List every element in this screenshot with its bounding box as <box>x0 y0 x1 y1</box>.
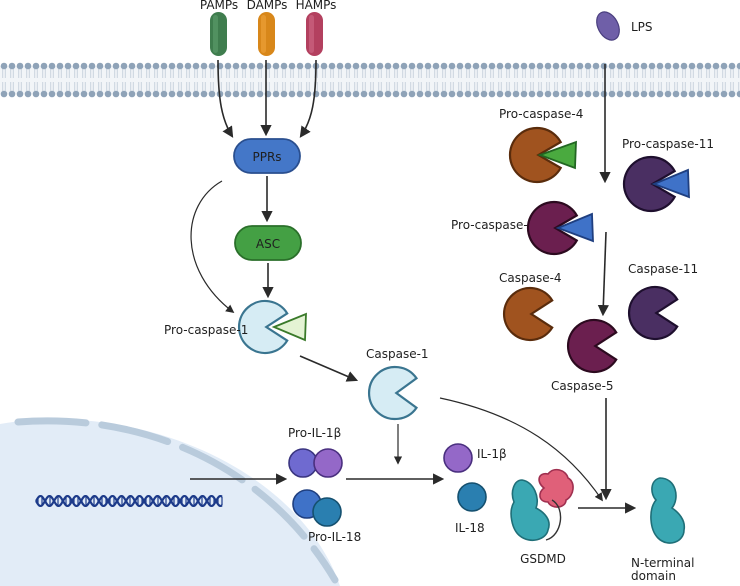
arrow-hamps-to-pprs <box>299 59 317 138</box>
pro-caspase-4-label: Pro-caspase-4 <box>499 107 583 121</box>
pro-caspase-4-enzyme <box>508 126 577 184</box>
lps-label: LPS <box>631 20 653 34</box>
nuclear-envelope <box>14 417 339 584</box>
lps-ligand <box>596 11 620 41</box>
prodomain-triangle-icon <box>271 312 307 342</box>
asc-adaptor <box>234 225 302 261</box>
pro-caspase-11-enzyme <box>622 155 690 213</box>
pamps-label: PAMPs <box>200 0 238 12</box>
prodomain-triangle-icon <box>537 140 577 170</box>
pro-il-18-label: Pro-IL-18 <box>308 530 361 544</box>
damps-label: DAMPs <box>247 0 288 12</box>
arrow-caspase-1-to-gsdmd <box>439 397 603 502</box>
pprs-receptor <box>233 138 301 174</box>
n-terminal-label-line2: domain <box>631 569 676 583</box>
il-1b-label: IL-1β <box>477 447 507 461</box>
pprs-label: PPRs <box>252 150 281 164</box>
gsdmd-protein <box>510 468 574 542</box>
gsdmd-label: GSDMD <box>520 552 566 566</box>
n-terminal-domain <box>650 477 686 544</box>
arrow-pamps-to-pprs <box>217 59 234 138</box>
pro-caspase-5-enzyme <box>526 200 594 256</box>
il-1b <box>443 443 473 473</box>
pro-il-18 <box>292 489 342 527</box>
prodomain-triangle-icon <box>555 212 594 243</box>
caspase-1-enzyme <box>367 365 419 421</box>
arrow-pro-caspase-1-to-caspase-1 <box>299 355 359 382</box>
pro-il-1b <box>288 448 343 478</box>
caspase-11-enzyme <box>627 285 679 341</box>
il-18 <box>457 482 487 512</box>
pro-caspase-11-label: Pro-caspase-11 <box>622 137 714 151</box>
pro-il-1b-label: Pro-IL-1β <box>288 426 341 440</box>
prodomain-triangle-icon <box>651 168 690 199</box>
pamps-ligand <box>210 12 227 56</box>
hamps-label: HAMPs <box>296 0 337 12</box>
pro-caspase-1-enzyme <box>237 299 307 355</box>
asc-label: ASC <box>256 237 280 251</box>
damps-ligand <box>258 12 275 56</box>
pro-caspase-5-label: Pro-caspase-5 <box>451 218 535 232</box>
caspase-5-enzyme <box>566 318 618 374</box>
arrow-pro-caspases-to-caspases <box>597 231 609 317</box>
il-18-label: IL-18 <box>455 521 485 535</box>
hamps-ligand <box>306 12 323 56</box>
cell-membrane <box>0 62 740 98</box>
arrow-pprs-to-pro-caspase-1 <box>190 180 235 314</box>
caspase-5-label: Caspase-5 <box>551 379 614 393</box>
n-terminal-label-line1: N-terminal <box>631 556 694 570</box>
caspase-11-label: Caspase-11 <box>628 262 698 276</box>
caspase-4-label: Caspase-4 <box>499 271 562 285</box>
dna-icon <box>35 494 223 508</box>
pro-caspase-1-label: Pro-caspase-1 <box>164 323 248 337</box>
caspase-1-label: Caspase-1 <box>366 347 429 361</box>
caspase-4-enzyme <box>502 286 554 342</box>
